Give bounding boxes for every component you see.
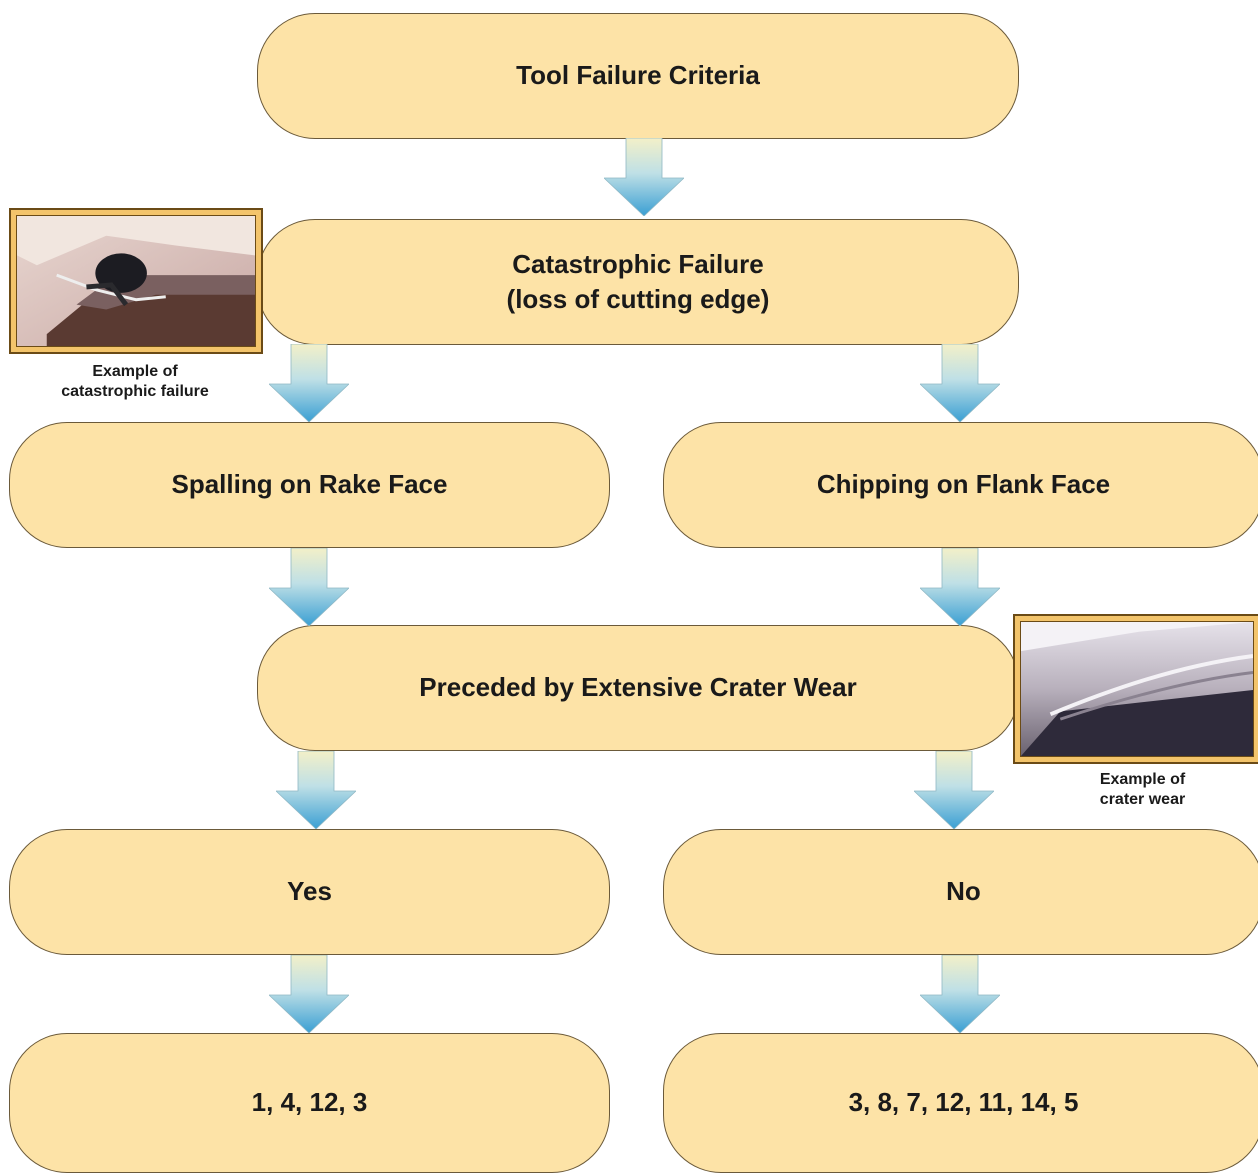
node-label: Chipping on Flank Face (816, 469, 1111, 500)
down-arrow-icon (269, 344, 349, 422)
catastrophic-failure-photo (9, 208, 263, 354)
down-arrow-icon (269, 955, 349, 1033)
down-arrow-icon (269, 548, 349, 626)
node-tool-failure-criteria: Tool Failure Criteria (257, 13, 1019, 139)
node-label: Preceded by Extensive Crater Wear (419, 672, 857, 703)
crater-wear-caption: Example of crater wear (1099, 771, 1186, 808)
node-label: No (946, 876, 981, 907)
node-yes: Yes (9, 829, 610, 955)
node-no-result: 3, 8, 7, 12, 11, 14, 5 (663, 1033, 1258, 1173)
down-arrow-icon (276, 751, 356, 829)
node-label: Spalling on Rake Face (171, 469, 448, 500)
node-chipping-flank-face: Chipping on Flank Face (663, 422, 1258, 548)
down-arrow-icon (920, 344, 1000, 422)
catastrophic-failure-caption: Example of catastrophic failure (61, 363, 209, 400)
node-spalling-rake-face: Spalling on Rake Face (9, 422, 610, 548)
down-arrow-icon (920, 548, 1000, 626)
down-arrow-icon (920, 955, 1000, 1033)
node-label: Catastrophic Failure (loss of cutting ed… (506, 248, 770, 314)
crater-wear-photo (1013, 614, 1258, 764)
node-label: 1, 4, 12, 3 (251, 1087, 368, 1118)
node-no: No (663, 829, 1258, 955)
down-arrow-icon (604, 138, 684, 216)
node-label: Tool Failure Criteria (516, 60, 760, 91)
down-arrow-icon (914, 751, 994, 829)
node-crater-wear: Preceded by Extensive Crater Wear (257, 625, 1019, 751)
node-label: 3, 8, 7, 12, 11, 14, 5 (848, 1087, 1079, 1118)
node-yes-result: 1, 4, 12, 3 (9, 1033, 610, 1173)
node-label: Yes (287, 876, 332, 907)
node-catastrophic-failure: Catastrophic Failure (loss of cutting ed… (257, 219, 1019, 345)
